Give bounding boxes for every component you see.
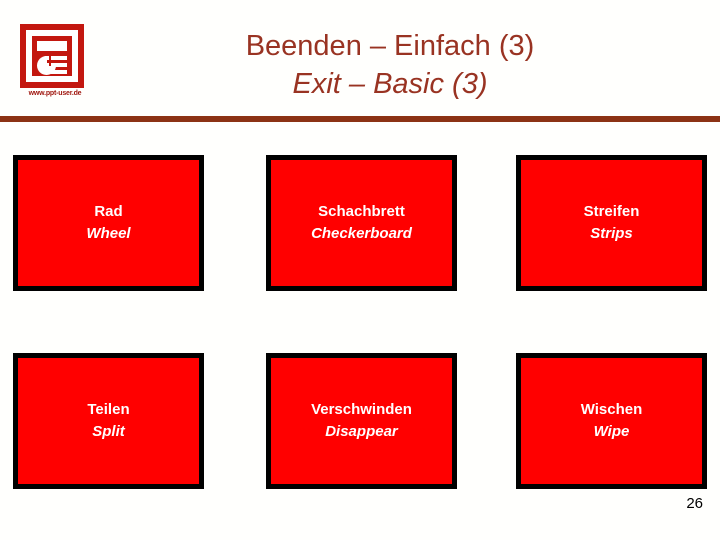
effect-label-german: Wischen — [580, 401, 643, 418]
page-number: 26 — [686, 495, 703, 512]
effect-box-disappear[interactable]: Verschwinden Disappear — [266, 353, 457, 489]
effect-label-english: Wipe — [593, 423, 630, 440]
effect-label-english: Split — [92, 423, 125, 440]
effect-label-german: Rad — [94, 203, 123, 220]
effect-label-german: Schachbrett — [318, 203, 405, 220]
effect-label-english: Strips — [590, 225, 633, 242]
page-title-german: Beenden – Einfach (3) — [245, 30, 535, 62]
page-title: Beenden – Einfach (3) Exit – Basic (3) — [110, 27, 670, 103]
logo-text-line-2 — [51, 63, 67, 67]
logo-url-text: www.ppt-user.de — [28, 90, 82, 97]
effect-label-english: Wheel — [86, 225, 131, 242]
logo-icon-inner-panel — [32, 36, 72, 76]
logo-text-line-3 — [51, 70, 67, 74]
effect-label-german: Streifen — [583, 203, 640, 220]
powerpoint-presentation-icon — [20, 24, 84, 88]
logo-text-line-1 — [51, 56, 67, 60]
effect-box-strips[interactable]: Streifen Strips — [516, 155, 707, 291]
logo-bullet-3 — [45, 70, 49, 74]
effect-box-wheel[interactable]: Rad Wheel — [13, 155, 204, 291]
effect-label-german: Teilen — [87, 401, 130, 418]
effect-box-split[interactable]: Teilen Split — [13, 353, 204, 489]
effect-label-german: Verschwinden — [311, 401, 412, 418]
effect-label-english: Checkerboard — [311, 225, 412, 242]
logo-title-bar — [37, 41, 67, 51]
title-divider — [0, 116, 720, 122]
logo: www.ppt-user.de — [17, 24, 93, 104]
logo-bullet-1 — [45, 56, 49, 60]
effect-box-checkerboard[interactable]: Schachbrett Checkerboard — [266, 155, 457, 291]
page-title-english: Exit – Basic (3) — [292, 68, 488, 100]
effect-box-wipe[interactable]: Wischen Wipe — [516, 353, 707, 489]
effect-label-english: Disappear — [325, 423, 398, 440]
logo-bullet-2 — [45, 63, 49, 67]
